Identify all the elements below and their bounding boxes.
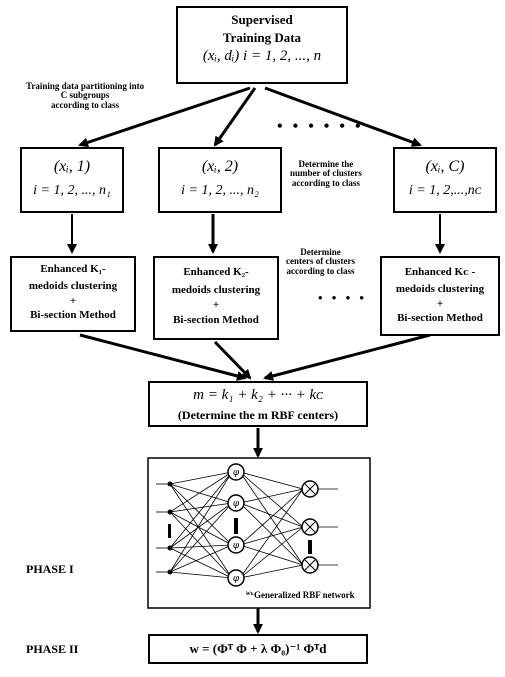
arrow-medoidC-to-m: [263, 333, 431, 381]
class-box-1-line1: (xᵢ, 1): [53, 158, 91, 175]
rbf-network-graph: [156, 471, 338, 579]
medoid-box-2-line4: Bi-section Method: [173, 314, 259, 326]
top-box-line2: Training Data: [222, 30, 302, 45]
partition-note-line1: Training data partitioning into: [26, 81, 145, 91]
centers-note: Determine centers of clusters according …: [286, 247, 355, 276]
centers-note-line2: centers of clusters: [286, 256, 355, 267]
supervised-training-data-box: Supervised Training Data (xᵢ, dᵢ) i = 1,…: [176, 6, 348, 84]
top-box-line3: (xᵢ, dᵢ) i = 1, 2, ..., n: [202, 48, 322, 64]
class-box-c-line1: (xᵢ, C): [425, 158, 465, 175]
class-box-c-line2: i = 1, 2,...,nᴄ: [408, 183, 482, 198]
network-caption: Generalized RBF network: [254, 590, 355, 600]
weight-formula: w = (Φᵀ Φ + λ Φ₀)⁻¹ Φᵀd: [189, 641, 327, 656]
output-node-glyphs: [304, 483, 316, 571]
network-weight-label: wₖ: [246, 589, 255, 597]
hidden-node-glyphs: φ φ φ φ: [233, 468, 240, 584]
medoid-box-2-line2: medoids clustering: [171, 284, 261, 296]
partition-note-line3: according to class: [51, 99, 120, 110]
class-box-2-line1: (xᵢ, 2): [201, 158, 239, 175]
centers-note-line1: Determine: [300, 247, 341, 257]
input-nodes: [167, 481, 173, 575]
phase-1-label: PHASE I: [26, 562, 74, 576]
top-box-line1: Supervised: [231, 12, 293, 27]
svg-text:φ: φ: [233, 468, 240, 478]
hidden-ellipsis: [234, 518, 238, 534]
medoid-box-1-line1: Enhanced K₁-: [40, 263, 106, 275]
medoid-box-2-line3: +: [212, 299, 220, 311]
medoid-box-2: Enhanced K₂- medoids clustering + Bi-sec…: [153, 256, 279, 340]
medoid-box-c-line3: +: [436, 298, 444, 310]
class-box-1-line2: i = 1, 2, ..., n₁: [33, 183, 111, 198]
medoid-box-1-line3: +: [69, 295, 77, 307]
network-frame: [147, 457, 371, 609]
arrow-medoid2-to-m: [213, 340, 252, 380]
svg-text:φ: φ: [233, 541, 240, 551]
weight-formula-box: w = (Φᵀ Φ + λ Φ₀)⁻¹ Φᵀd: [148, 634, 368, 664]
class-box-1: (xᵢ, 1) i = 1, 2, ..., n₁: [20, 147, 124, 213]
class-box-c: (xᵢ, C) i = 1, 2,...,nᴄ: [393, 147, 497, 213]
class-box-2-line2: i = 1, 2, ..., n₂: [181, 183, 259, 198]
arrow-top-to-class1: [78, 86, 251, 148]
class-box-2: (xᵢ, 2) i = 1, 2, ..., n₂: [158, 147, 282, 213]
medoid-box-c-line1: Enhanced Kᴄ -: [404, 266, 476, 278]
svg-text:φ: φ: [233, 574, 240, 584]
cluster-count-note-line1: Determine the: [298, 159, 354, 169]
hidden-nodes: [227, 463, 245, 587]
cluster-count-note-line3: according to class: [291, 177, 360, 188]
middle-ellipsis-dots: • • • •: [318, 290, 367, 305]
medoid-box-1-line2: medoids clustering: [28, 280, 118, 292]
rbf-centers-formula: m = k₁ + k₂ + ··· + kᴄ: [193, 387, 323, 403]
medoid-box-2-line1: Enhanced K₂-: [183, 266, 249, 278]
arrow-top-to-classC: [264, 86, 422, 147]
svg-text:φ: φ: [233, 499, 240, 509]
medoid-box-1: Enhanced K₁- medoids clustering + Bi-sec…: [10, 256, 136, 332]
rbf-centers-box: m = k₁ + k₂ + ··· + kᴄ (Determine the m …: [148, 381, 368, 427]
rbf-centers-caption: (Determine the m RBF centers): [177, 408, 339, 422]
medoid-box-1-line4: Bi-section Method: [30, 309, 116, 321]
arrow-top-to-class2: [213, 87, 257, 147]
cluster-count-note: Determine the number of clusters accordi…: [290, 159, 362, 188]
partition-note-line2: C subgroups: [60, 90, 110, 101]
medoid-box-c: Enhanced Kᴄ - medoids clustering + Bi-se…: [380, 256, 500, 336]
arrow-medoid1-to-m: [79, 333, 247, 381]
partition-note: Training data partitioning into C subgro…: [26, 81, 145, 110]
phase-2-label: PHASE II: [26, 642, 79, 656]
medoid-box-c-line4: Bi-section Method: [397, 312, 483, 324]
output-ellipsis: [308, 540, 312, 554]
top-ellipsis-dots: • • • • • •: [277, 118, 364, 135]
medoid-box-c-line2: medoids clustering: [395, 283, 485, 295]
centers-note-line3: according to class: [286, 265, 355, 276]
cluster-count-note-line2: number of clusters: [290, 168, 362, 179]
